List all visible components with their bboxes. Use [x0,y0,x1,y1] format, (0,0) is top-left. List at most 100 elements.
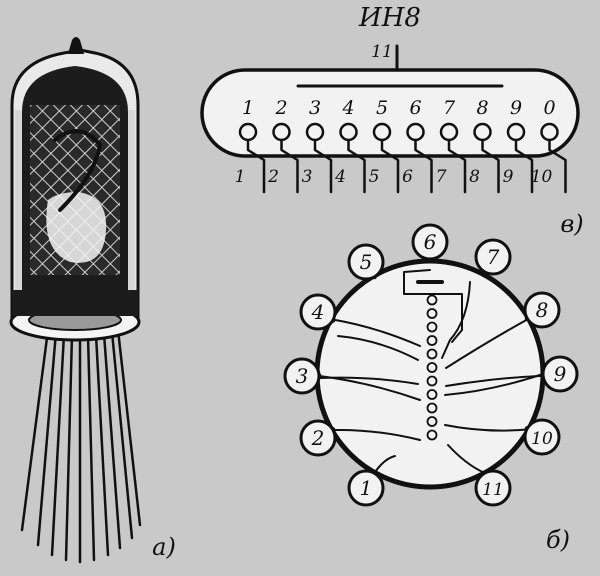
digit-label-3: 3 [309,97,321,119]
cathode-dot-1 [426,294,438,306]
base-pin-number-8: 8 [536,298,549,322]
pin-circle-3 [305,122,325,142]
diagram-c-pins [238,122,567,194]
digit-label-2: 2 [274,97,287,119]
diagram-c-title: ИН8 [358,3,421,33]
pin-lead-4 [347,138,366,194]
digit-label-8: 8 [476,97,488,119]
panel-label-b: б) [546,526,570,554]
pin-lead-8 [481,138,500,194]
tube-illustration [9,37,142,564]
pin-number-6: 6 [402,167,413,187]
digit-label-7: 7 [443,97,456,119]
pin-circle-9 [506,122,526,142]
pin-lead-7 [447,138,467,194]
pin-lead-6 [414,138,433,194]
pin-lead-2 [280,138,299,194]
cathode-dot-9 [426,402,438,414]
tube-highlight-right [128,110,135,310]
digit-label-6: 6 [409,97,421,119]
pin-circle-6 [406,122,425,142]
pin-lead-9 [514,138,534,194]
pin-circle-2 [272,122,291,142]
pin-circle-10 [540,122,559,142]
pin-wire-8 [445,317,531,369]
base-pin-number-1: 1 [360,476,373,500]
base-pin-circle-8 [523,291,561,329]
base-pin-circle-4 [299,293,337,331]
pin-lead-5 [380,138,400,194]
pin-lead-10 [548,138,567,194]
base-pin-circle-5 [347,243,385,281]
pin-number-5: 5 [369,167,380,187]
base-pin-circle-9 [541,355,579,393]
base-pin-number-7: 7 [487,245,500,269]
base-pin-circle-3 [283,357,321,395]
base-pin-circle-7 [474,238,512,276]
base-pin-circle-1 [347,469,385,507]
diagram-c-pin-numbers: 1 2 3 4 5 6 7 8 9 10 [235,167,553,187]
cathode-dot-7 [426,375,438,387]
panel-label-a: а) [152,533,176,561]
pin-circle-8 [473,122,492,142]
tube-leads [20,328,142,564]
diagram-b-anode-wire [403,269,463,343]
digit-label-0: 0 [543,97,555,119]
base-pin-circle-10 [523,418,561,456]
pin-wire-4 [330,318,421,347]
pin-number-2: 2 [267,167,279,187]
pin-number-8: 8 [469,167,480,187]
base-pin-number-6: 6 [424,230,437,254]
tube-base-band [12,290,138,316]
cathode-dot-2 [426,308,438,319]
cathode-dot-11 [426,429,438,441]
digit-label-4: 4 [341,97,354,119]
cathode-dot-4 [426,335,438,346]
pin-circle-1 [238,122,258,142]
base-pin-number-5: 5 [360,250,373,274]
pin-lead-3 [313,138,333,194]
pin-circle-4 [339,122,358,142]
tube-highlight-left [15,110,22,310]
base-pin-number-9: 9 [554,362,567,386]
pin-wire-4b [337,335,419,361]
pin-number-1: 1 [235,167,246,187]
pin-number-7: 7 [436,167,447,187]
pin-wire-1 [373,455,396,474]
pin-number-3: 3 [302,167,313,187]
cathode-dot-6 [426,362,438,373]
cathode-dot-5 [426,348,438,360]
cathode-dot-10 [426,416,438,427]
base-pin-number-11: 11 [482,480,504,500]
base-pin-number-10: 10 [531,429,553,449]
pin-number-10: 10 [531,167,553,187]
tube-tip [68,37,84,54]
diagram-b-cathode-stack [426,294,438,441]
base-pin-circle-6 [411,223,449,261]
pin-wire-3b [319,376,419,385]
cathode-dot-3 [426,321,438,333]
base-pin-circle-11 [474,469,512,507]
pin-number-4: 4 [334,167,346,187]
cathode-dot-8 [426,389,438,400]
base-pin-circle-2 [299,419,337,457]
tube-digit-stroke [53,129,102,212]
digit-label-1: 1 [242,97,254,119]
pin-number-9: 9 [503,167,514,187]
pin-circle-5 [372,122,392,142]
digit-label-5: 5 [376,97,388,119]
base-pin-number-2: 2 [311,426,325,450]
pin-wire-11 [447,444,486,474]
base-pin-number-4: 4 [311,300,325,324]
pin-circle-7 [439,122,459,142]
pin-wire-2 [330,428,421,441]
pin-wire-10 [444,424,530,432]
digit-label-9: 9 [510,97,522,119]
panel-label-c: в) [560,210,583,238]
